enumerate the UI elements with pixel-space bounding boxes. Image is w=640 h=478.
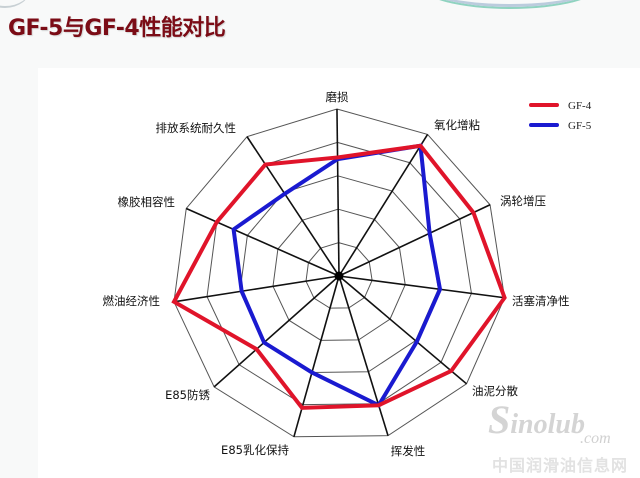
legend-label-gf5: GF-5: [568, 120, 592, 132]
axis-label: 燃油经济性: [103, 294, 161, 308]
axis-line: [213, 275, 340, 388]
slide-title: GF-5与GF-4性能对比: [8, 16, 226, 41]
legend-label-gf4: GF-4: [568, 100, 592, 112]
series-gf5: [231, 143, 443, 408]
grid-ring-3: [239, 175, 439, 373]
axis-label: 橡胶相容性: [118, 195, 176, 209]
axis-label: E85乳化保持: [221, 443, 289, 457]
axis-line: [338, 204, 491, 277]
radar-series: [171, 143, 507, 410]
grid-ring-1: [305, 242, 373, 309]
axis-label: E85防锈: [165, 388, 210, 402]
radar-axes: [173, 109, 505, 438]
radar-center: [334, 271, 344, 281]
axis-line: [338, 275, 505, 299]
axis-line: [246, 136, 340, 277]
grid-ring-2: [272, 208, 406, 341]
slide-decoration-arc: [420, 0, 600, 7]
axis-line: [185, 207, 340, 277]
axis-label: 挥发性: [391, 444, 426, 458]
axis-label: 氧化增粘: [434, 118, 480, 132]
axis-line: [173, 275, 340, 303]
axis-line: [338, 275, 468, 385]
axis-line: [336, 109, 340, 277]
axis-line: [338, 133, 429, 277]
axis-label: 涡轮增压: [500, 194, 546, 208]
watermark: Sinolub .com 中国润滑油信息网: [488, 400, 638, 478]
watermark-site-name: 中国润滑油信息网: [492, 456, 629, 475]
axis-label: 油泥分散: [472, 384, 518, 398]
axis-label: 磨损: [326, 90, 349, 104]
watermark-logo: Sinolub: [488, 397, 585, 442]
axis-line: [293, 275, 340, 438]
watermark-domain: .com: [580, 430, 611, 447]
axis-line: [338, 275, 389, 436]
chart-legend: GF-4 GF-5: [529, 100, 592, 132]
grid-ring-5: [173, 108, 506, 438]
axis-label: 活塞清净性: [512, 294, 570, 308]
axis-label: 排放系统耐久性: [156, 121, 237, 135]
series-gf4: [171, 143, 507, 410]
